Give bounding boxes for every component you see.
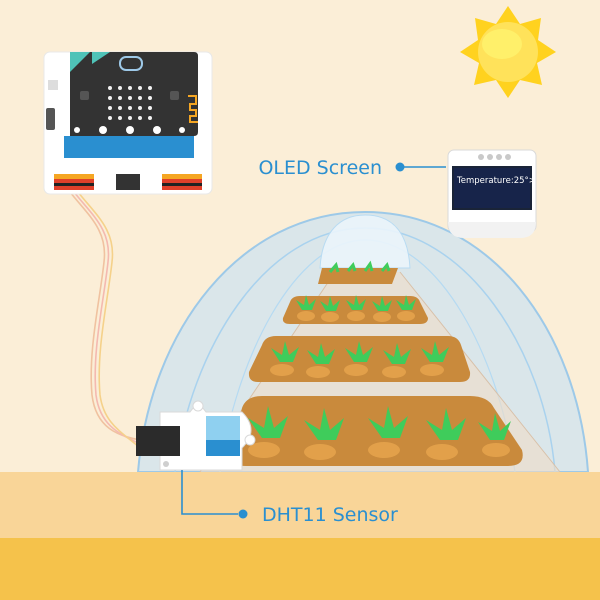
sensor-callout-line — [181, 470, 238, 515]
sun-icon — [460, 6, 556, 98]
sensor-callout-dot — [238, 509, 248, 519]
planting-bed-far — [318, 260, 398, 284]
connection-cable — [69, 191, 141, 449]
microbit-board-icon — [43, 51, 213, 195]
ground-bottom — [0, 538, 600, 600]
planting-bed-3 — [248, 336, 471, 382]
dht11-sensor-icon — [136, 400, 256, 471]
oled-screen-icon: Temperature:25°> — [447, 149, 537, 238]
sensor-label: DHT11 Sensor — [262, 504, 398, 526]
oled-display-text: Temperature:25°> — [456, 176, 536, 186]
oled-label: OLED Screen — [258, 157, 382, 179]
oled-callout: OLED Screen — [258, 157, 446, 179]
ground-top — [0, 472, 600, 538]
planting-beds — [231, 260, 523, 466]
sensor-callout: DHT11 Sensor — [181, 470, 398, 526]
oled-callout-dot — [395, 162, 405, 172]
planting-bed-2 — [282, 295, 428, 324]
planting-bed-near — [231, 396, 523, 466]
oled-display-area — [454, 168, 530, 208]
